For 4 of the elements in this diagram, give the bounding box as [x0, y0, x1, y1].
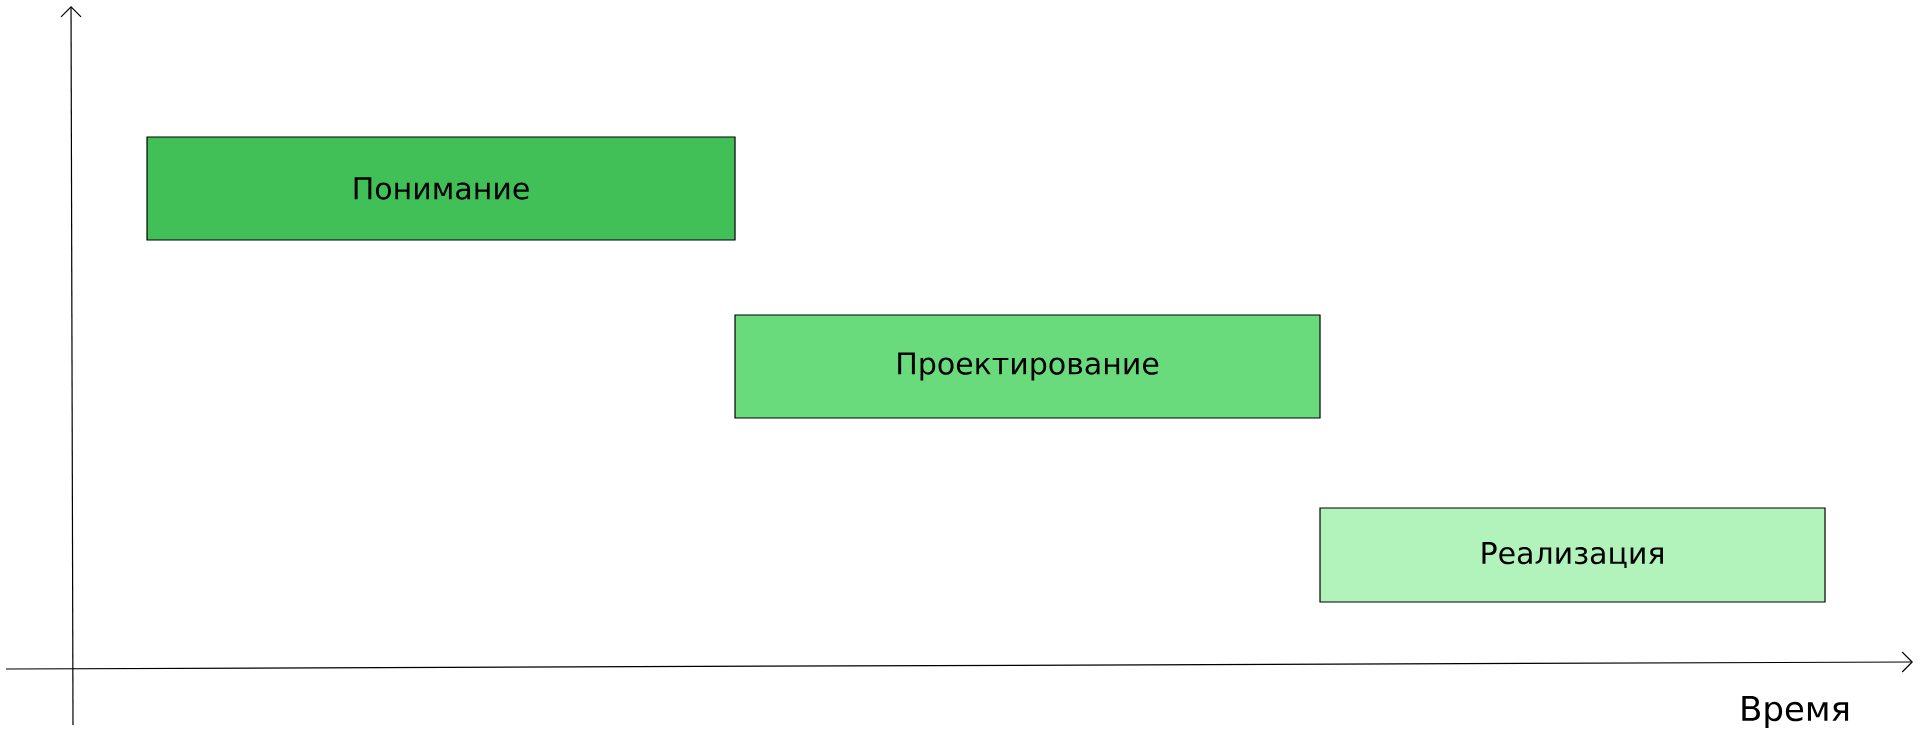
phase-bar: Понимание: [146, 136, 736, 241]
phase-bar: Проектирование: [734, 314, 1321, 419]
phase-bar: Реализация: [1319, 507, 1826, 603]
axis-label: Время: [1742, 696, 1849, 728]
